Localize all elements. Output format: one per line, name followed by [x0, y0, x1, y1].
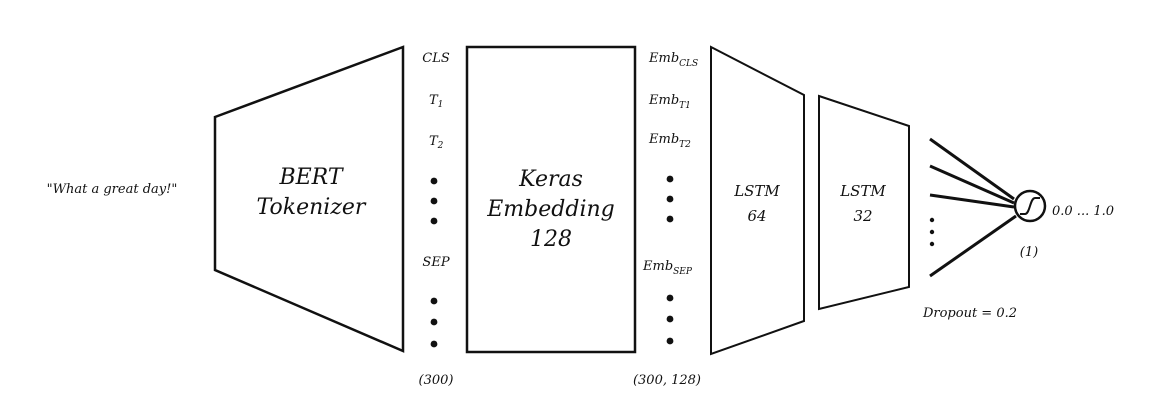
- sigmoid-curve: [1020, 197, 1040, 215]
- bert-tokenizer-label-line2: Tokenizer: [257, 195, 367, 220]
- connection-line: [929, 193, 1015, 209]
- token-t1-base: T: [429, 93, 439, 108]
- token-t2-base: T: [429, 134, 439, 149]
- token-ellipsis-dot: [430, 318, 438, 326]
- token-sep: SEP: [422, 255, 449, 270]
- emb-cls-sub: CLS: [679, 59, 698, 69]
- token-ellipsis-dot: [430, 297, 438, 305]
- lstm-32-label-line2: 32: [853, 207, 872, 225]
- emb-ellipsis-dot: [666, 315, 674, 323]
- emb-t1-base: Emb: [648, 93, 679, 108]
- token-shape-label: (300): [419, 373, 454, 388]
- emb-sep-sub: SEP: [673, 267, 693, 277]
- token-ellipsis-dot: [430, 340, 438, 348]
- lstm-64-label-line2: 64: [747, 207, 766, 225]
- token-t1: T1: [429, 93, 443, 110]
- emb-t2-base: Emb: [648, 132, 679, 147]
- bert-tokenizer-block: [213, 45, 405, 353]
- emb-ellipsis-dot: [666, 195, 674, 203]
- emb-cls: EmbCLS: [648, 51, 698, 69]
- token-t2-sub: 2: [437, 141, 444, 151]
- emb-sep-base: Emb: [642, 259, 673, 274]
- emb-ellipsis-dot: [666, 337, 674, 345]
- lstm-64-block: [710, 45, 805, 356]
- emb-t1: EmbT1: [648, 93, 691, 111]
- lstm-32-label-line1: LSTM: [839, 182, 886, 200]
- emb-ellipsis-dot: [666, 294, 674, 302]
- token-cls: CLS: [422, 51, 450, 66]
- emb-t2: EmbT2: [648, 132, 691, 150]
- emb-t2-sub: T2: [679, 140, 691, 150]
- keras-embedding-label-line2: Embedding: [486, 197, 614, 222]
- input-sentence: "What a great day!": [47, 182, 178, 197]
- sigmoid-icon: [1013, 189, 1047, 223]
- token-ellipsis-dot: [430, 197, 438, 205]
- connection-line: [929, 137, 1015, 201]
- neuron-ellipsis-dot: [929, 217, 935, 223]
- keras-embedding-label-line3: 128: [530, 227, 572, 252]
- connection-line: [929, 164, 1015, 205]
- lstm-32-block: [818, 94, 910, 311]
- neuron-ellipsis-dot: [929, 241, 935, 247]
- output-range-label: 0.0 ... 1.0: [1052, 204, 1114, 219]
- token-ellipsis-dot: [430, 217, 438, 225]
- emb-cls-base: Emb: [648, 51, 679, 66]
- token-t2: T2: [429, 134, 444, 151]
- dropout-label: Dropout = 0.2: [922, 306, 1017, 321]
- bert-tokenizer-label-line1: BERT: [278, 165, 344, 190]
- token-t1-sub: 1: [438, 100, 444, 110]
- keras-embedding-block: [465, 45, 637, 354]
- keras-embedding-label-line1: Keras: [518, 167, 583, 192]
- output-units-label: (1): [1020, 245, 1038, 260]
- emb-t1-sub: T1: [679, 101, 691, 111]
- neuron-ellipsis-dot: [929, 229, 935, 235]
- token-ellipsis-dot: [430, 177, 438, 185]
- emb-ellipsis-dot: [666, 175, 674, 183]
- emb-sep: EmbSEP: [642, 259, 693, 277]
- emb-shape-label: (300, 128): [633, 373, 701, 388]
- emb-ellipsis-dot: [666, 215, 674, 223]
- connection-line: [929, 214, 1017, 278]
- lstm-64-label-line1: LSTM: [733, 182, 780, 200]
